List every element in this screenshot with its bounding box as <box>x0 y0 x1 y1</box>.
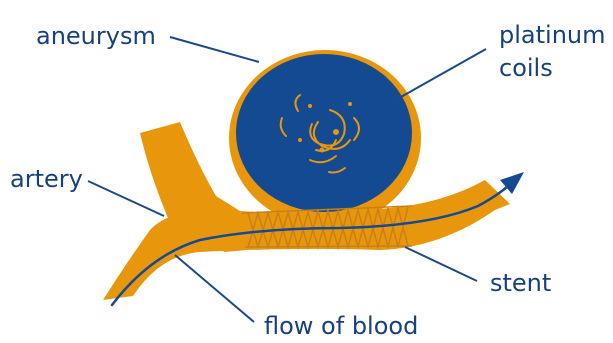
label-artery: artery <box>10 165 83 193</box>
label-platinum: platinum <box>499 21 606 49</box>
label-coils: coils <box>499 54 553 82</box>
leader-aneurysm <box>170 37 259 62</box>
leader-flow <box>175 255 254 322</box>
label-stent: stent <box>490 269 551 297</box>
label-aneurysm: aneurysm <box>36 22 156 50</box>
leader-platinum-coils <box>392 49 486 102</box>
leader-stent <box>405 247 477 281</box>
platinum-coils-mass <box>236 54 412 212</box>
label-flow-of-blood: flow of blood <box>264 312 418 340</box>
leader-artery <box>88 181 164 216</box>
